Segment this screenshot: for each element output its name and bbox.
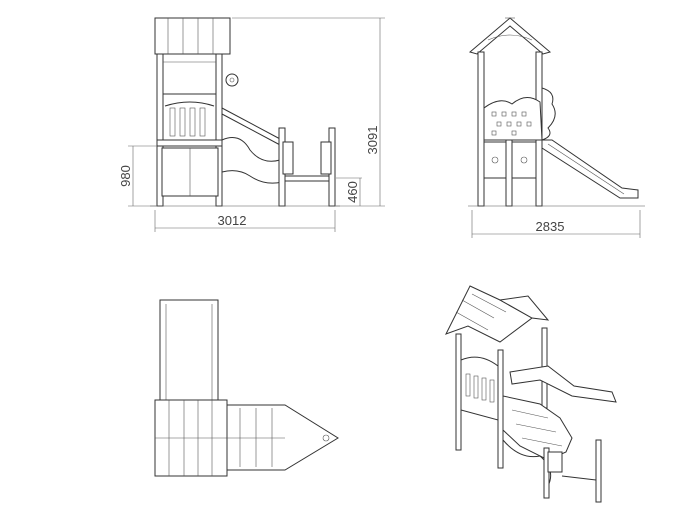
side-dimensions: 3091 980 460 3012 [118,17,385,232]
dim-length-label: 3012 [218,213,247,228]
dim-floor-label: 980 [118,165,133,187]
dim-step-label: 460 [345,181,360,203]
dim-width-label: 2835 [536,219,565,234]
side-view [150,17,340,207]
top-view [154,299,339,477]
front-dimensions: 2835 [471,210,641,238]
isometric-view [444,285,617,503]
dim-height-label: 3091 [365,126,380,155]
front-view [468,17,645,207]
